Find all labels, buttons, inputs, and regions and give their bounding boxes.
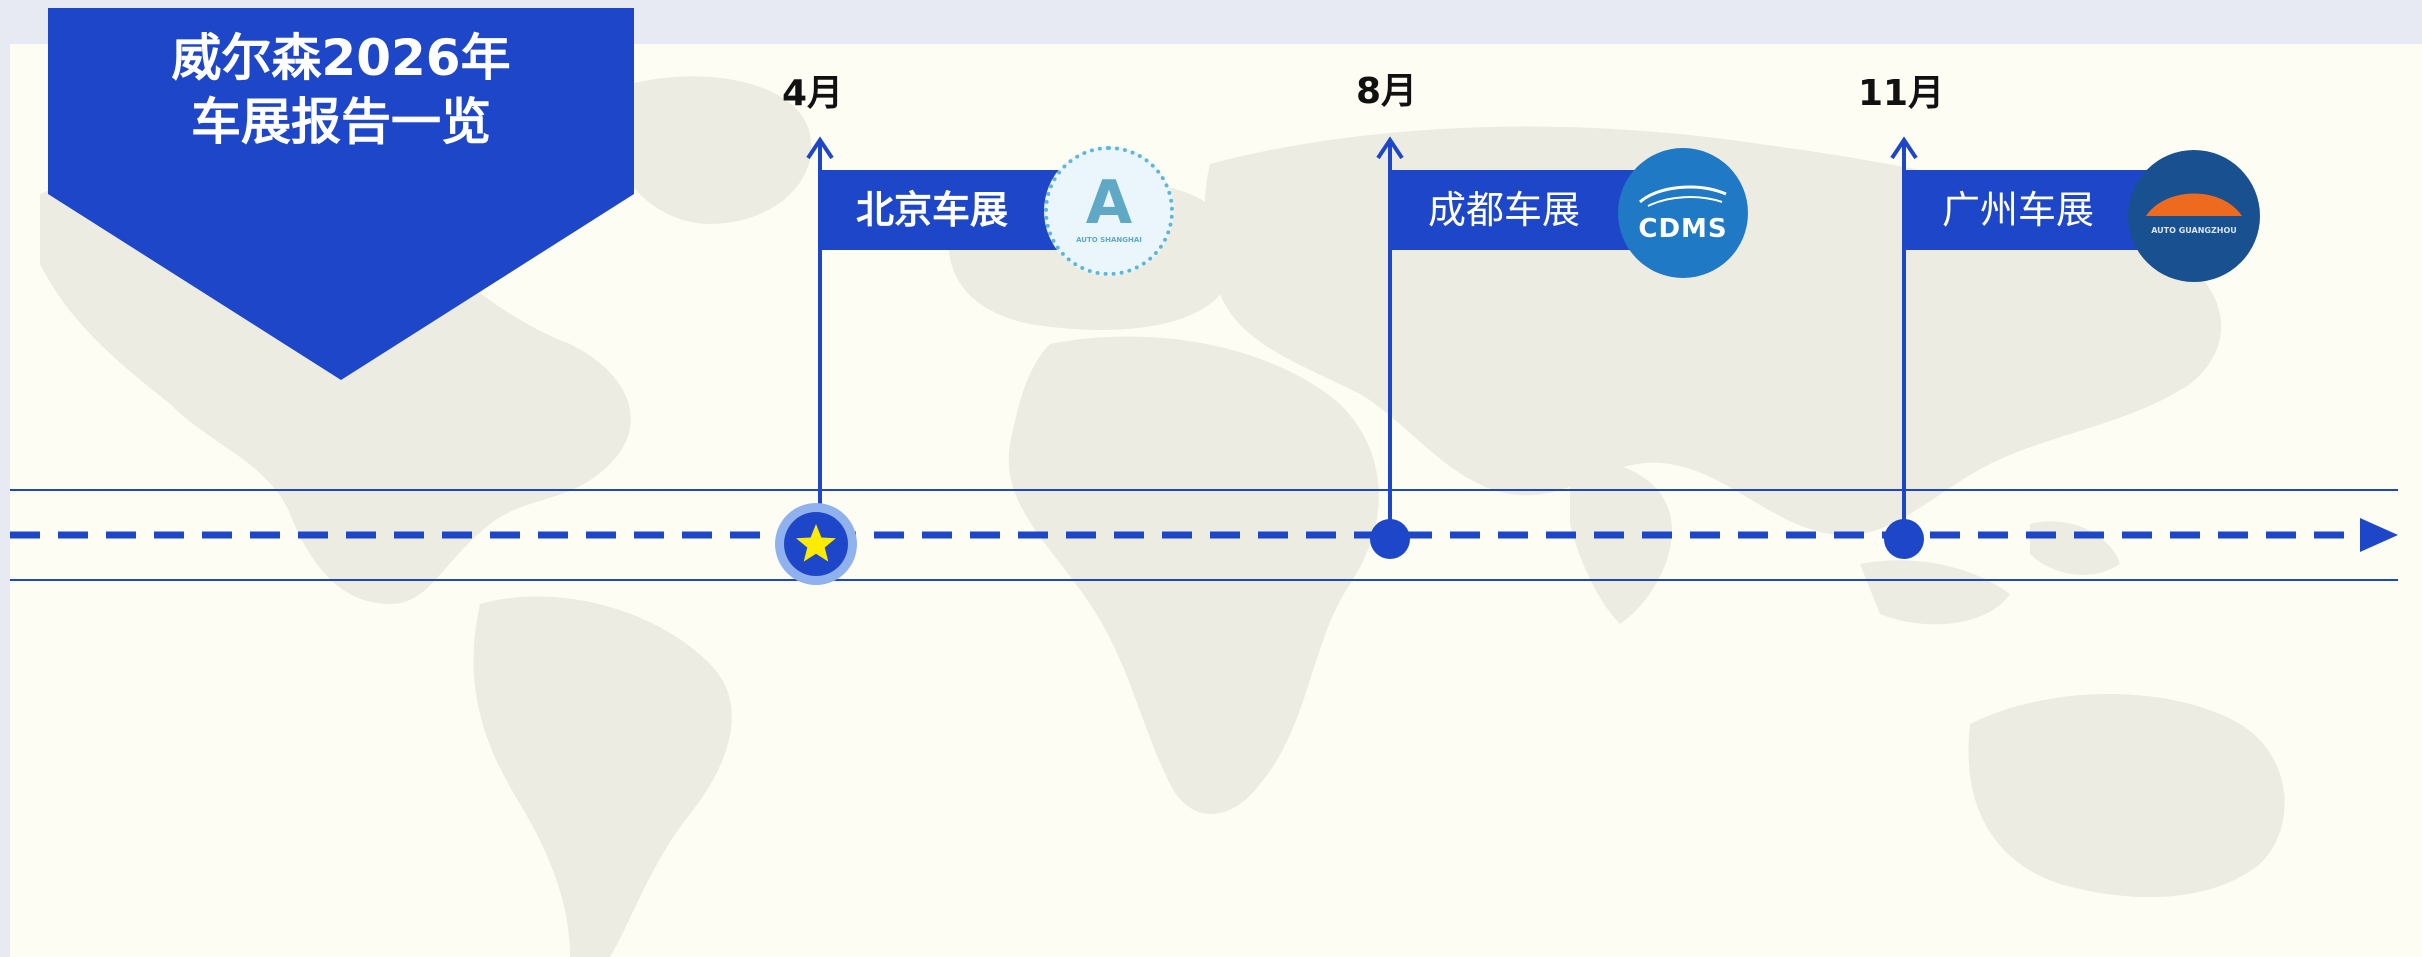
event-3-arrow-icon	[1890, 136, 1918, 160]
event-2-arrow-icon	[1376, 136, 1404, 160]
cdms-logo-icon: CDMS	[1618, 148, 1748, 278]
orange-arc-icon	[2146, 193, 2242, 216]
timeline-arrowhead	[2360, 518, 2398, 552]
event-2-logo-text: CDMS	[1638, 214, 1728, 244]
event-3-month: 11月	[1858, 73, 1945, 114]
event-3-label: 广州车展	[1906, 170, 2160, 250]
title-line-2: 车展报告一览	[191, 93, 491, 151]
auto-guangzhou-logo-icon: AUTO GUANGZHOU	[2128, 150, 2260, 282]
event-1-logo-text: AUTO SHANGHAI	[1076, 236, 1142, 244]
star-icon	[796, 524, 836, 562]
title-banner	[48, 8, 634, 380]
event-2-month: 8月	[1356, 71, 1418, 112]
page-title: 威尔森2026年 车展报告一览	[48, 26, 634, 154]
event-3-marker	[1884, 519, 1924, 559]
event-1-label: 北京车展	[820, 170, 1080, 250]
auto-show-logo-icon: A AUTO SHANGHAI	[1044, 146, 1174, 276]
car-swoosh-icon	[1639, 185, 1727, 207]
event-1-month: 4月	[782, 73, 844, 114]
title-line-1: 威尔森2026年	[171, 29, 511, 87]
event-3-logo-text: AUTO GUANGZHOU	[2151, 226, 2237, 235]
event-2-marker	[1370, 519, 1410, 559]
event-1-arrow-icon	[806, 136, 834, 160]
event-2-label: 成都车展	[1392, 170, 1638, 250]
